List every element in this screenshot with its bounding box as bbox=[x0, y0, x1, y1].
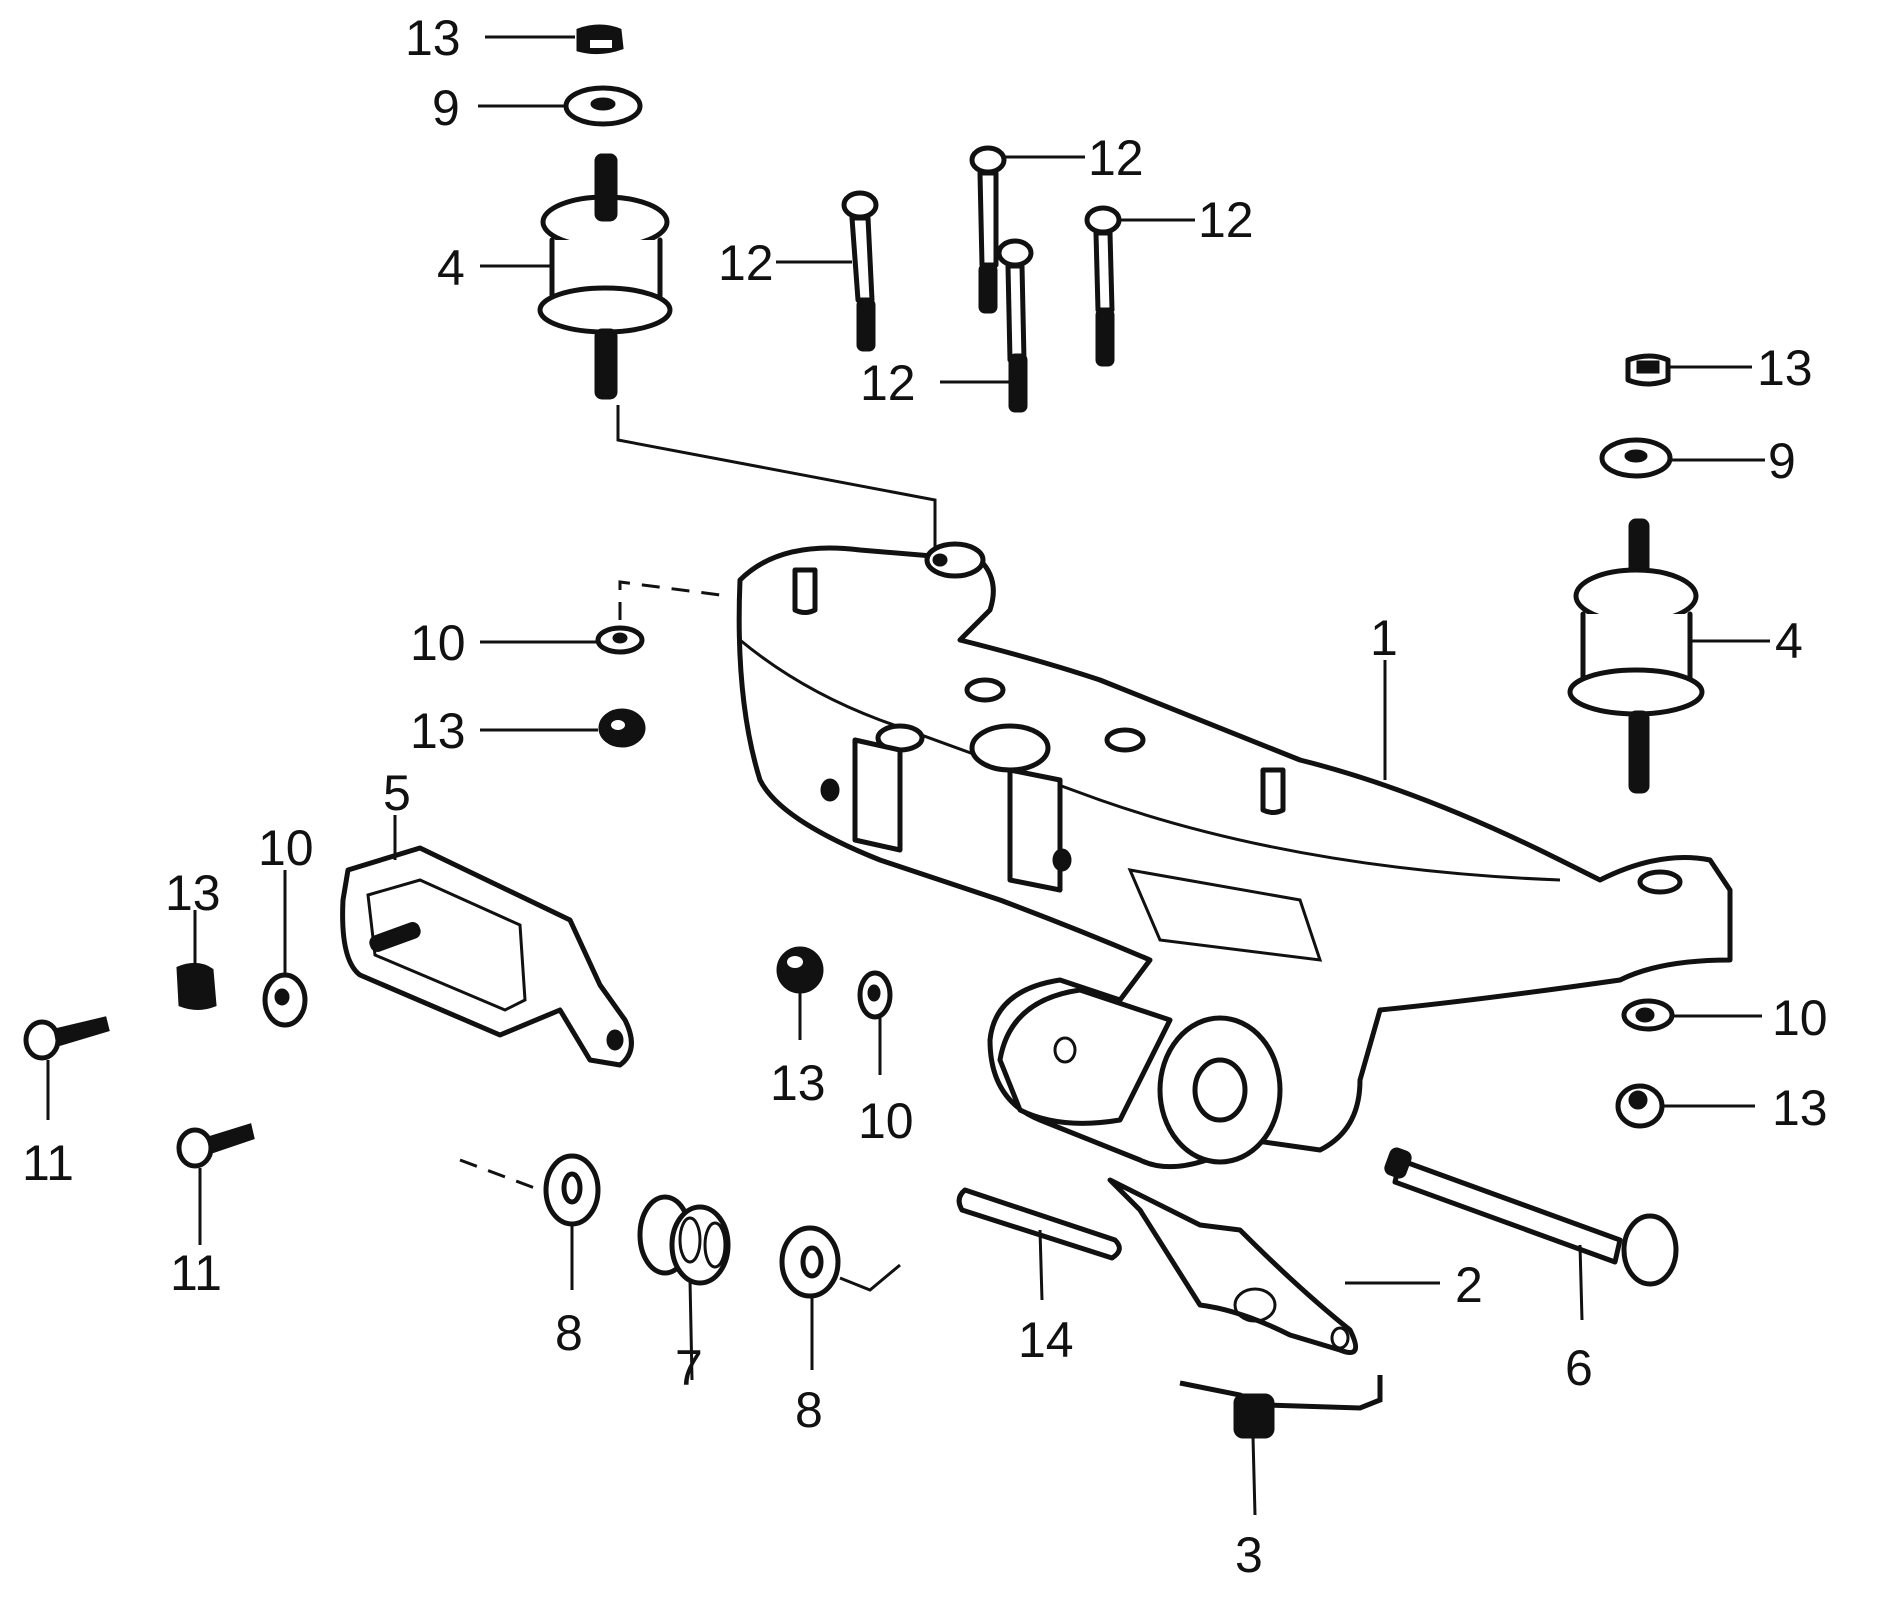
leader-line bbox=[688, 1279, 694, 1381]
callout-12: 12 bbox=[718, 235, 774, 291]
hex-nut-top-right bbox=[1625, 353, 1671, 387]
callout-10: 10 bbox=[258, 820, 314, 876]
hex-bolt-left-upper bbox=[23, 1016, 110, 1061]
callout-13: 13 bbox=[1772, 1080, 1828, 1136]
lock-washer-upper bbox=[595, 625, 645, 655]
lever-arm bbox=[1107, 1177, 1359, 1355]
pin bbox=[956, 1187, 1122, 1261]
torsion-spring bbox=[1179, 1375, 1383, 1439]
rubber-mount-right bbox=[1567, 518, 1705, 794]
rubber-mount-left bbox=[537, 153, 673, 400]
assembly-line bbox=[459, 1158, 541, 1192]
flat-washer-left bbox=[543, 1153, 601, 1227]
assembly-line bbox=[616, 405, 937, 560]
callout-4: 4 bbox=[1775, 613, 1803, 669]
callout-11: 11 bbox=[22, 1135, 74, 1191]
callout-6: 6 bbox=[1565, 1340, 1593, 1396]
flat-washer-right bbox=[779, 1225, 841, 1299]
callout-13: 13 bbox=[405, 10, 461, 66]
callout-5: 5 bbox=[383, 765, 411, 821]
callout-12: 12 bbox=[860, 355, 916, 411]
callout-3: 3 bbox=[1235, 1527, 1263, 1583]
callout-12: 12 bbox=[1088, 130, 1144, 186]
callout-2: 2 bbox=[1455, 1257, 1483, 1313]
long-bolt-2 bbox=[969, 145, 1007, 314]
callout-10: 10 bbox=[858, 1093, 914, 1149]
long-bolt-1 bbox=[841, 190, 879, 352]
callout-13: 13 bbox=[410, 703, 466, 759]
hex-nut-right bbox=[1615, 1083, 1665, 1129]
long-bolt-3 bbox=[1084, 205, 1122, 367]
callout-1: 1 bbox=[1370, 610, 1398, 666]
long-bolt-4 bbox=[996, 238, 1034, 413]
rubber-block-mount bbox=[340, 845, 634, 1068]
hex-bolt-left-lower bbox=[176, 1123, 255, 1169]
callout-9: 9 bbox=[432, 80, 460, 136]
callout-4: 4 bbox=[437, 240, 465, 296]
callout-8: 8 bbox=[555, 1305, 583, 1361]
leader-line bbox=[1251, 1436, 1257, 1516]
callout-8: 8 bbox=[795, 1382, 823, 1438]
main-bracket bbox=[736, 541, 1733, 1170]
washer-right bbox=[1599, 437, 1673, 479]
lock-washer-left bbox=[262, 972, 308, 1028]
callout-14: 14 bbox=[1018, 1312, 1074, 1368]
hex-nut-upper-left bbox=[598, 708, 646, 748]
leader-line bbox=[1578, 1244, 1584, 1321]
callout-7: 7 bbox=[675, 1340, 703, 1396]
hex-nut-left bbox=[176, 963, 217, 1010]
callout-13: 13 bbox=[1757, 340, 1813, 396]
leader-line bbox=[1038, 1229, 1044, 1301]
assembly-line bbox=[839, 1263, 901, 1292]
callout-13: 13 bbox=[770, 1055, 826, 1111]
assembly-line bbox=[618, 580, 729, 620]
lock-washer-middle bbox=[857, 970, 893, 1020]
callout-12: 12 bbox=[1198, 192, 1254, 248]
callout-11: 11 bbox=[170, 1245, 222, 1301]
hex-nut-middle bbox=[776, 946, 824, 994]
callout-10: 10 bbox=[410, 615, 466, 671]
callout-10: 10 bbox=[1772, 990, 1828, 1046]
washer-top-left bbox=[563, 85, 643, 127]
hex-nut-top-left bbox=[576, 24, 624, 55]
callout-9: 9 bbox=[1768, 433, 1796, 489]
pivot-bolt bbox=[1384, 1147, 1679, 1287]
lock-washer-right bbox=[1621, 998, 1675, 1032]
spring-bushing bbox=[637, 1194, 731, 1286]
callout-13: 13 bbox=[165, 865, 221, 921]
